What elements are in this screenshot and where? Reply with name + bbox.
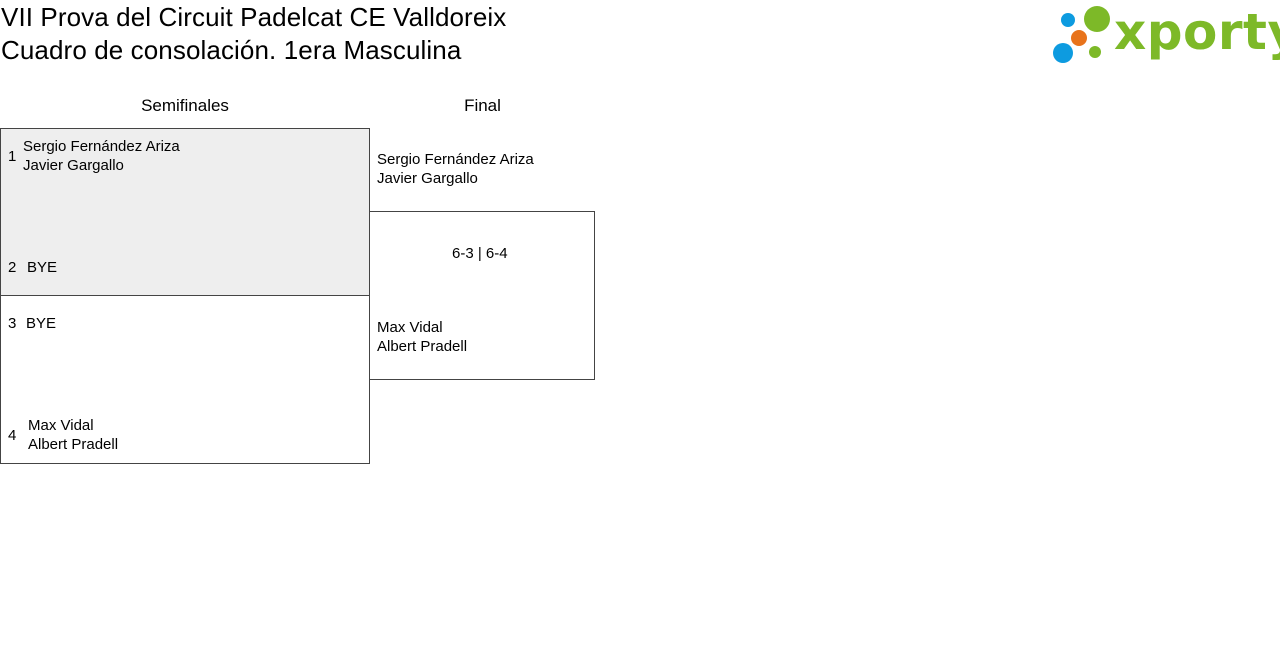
player-name: Sergio Fernández Ariza: [23, 138, 180, 155]
semifinal-match-1[interactable]: 1 Sergio Fernández Ariza Javier Gargallo…: [0, 128, 370, 296]
player-name: Albert Pradell: [377, 338, 468, 355]
round-header-semifinals: Semifinales: [141, 96, 229, 115]
draw-name: Cuadro de consolación. 1era Masculina: [1, 35, 462, 65]
player-name: Javier Gargallo: [377, 170, 478, 187]
page-title: VII Prova del Circuit Padelcat CE Valldo…: [1, 1, 506, 67]
player-name: Max Vidal: [377, 319, 443, 336]
semifinal-match-2[interactable]: 3 BYE 4 Max Vidal Albert Pradell: [0, 295, 370, 464]
seed-number: 1: [8, 148, 17, 165]
tournament-name: VII Prova del Circuit Padelcat CE Valldo…: [1, 2, 507, 32]
seed-number: 4: [8, 427, 17, 444]
final-match[interactable]: 6-3 | 6-4 Max Vidal Albert Pradell: [369, 211, 595, 380]
team-entry[interactable]: Max Vidal Albert Pradell: [28, 416, 118, 454]
player-name: Sergio Fernández Ariza: [377, 151, 534, 168]
logo-wordmark: xporty: [1114, 3, 1280, 61]
player-name: Max Vidal: [28, 417, 94, 434]
match-score: 6-3 | 6-4: [452, 245, 508, 262]
bye-entry: BYE: [26, 315, 57, 332]
seed-number: 3: [8, 315, 17, 332]
round-header-final: Final: [464, 96, 501, 115]
final-team-2[interactable]: Max Vidal Albert Pradell: [377, 318, 467, 356]
seed-number: 2: [8, 259, 17, 276]
player-name: Javier Gargallo: [23, 157, 124, 174]
team-entry[interactable]: Sergio Fernández Ariza Javier Gargallo: [23, 137, 180, 175]
final-team-1[interactable]: Sergio Fernández Ariza Javier Gargallo: [377, 150, 534, 188]
player-name: Albert Pradell: [28, 436, 119, 453]
bye-entry: BYE: [27, 259, 58, 276]
logo-dots-icon: [1053, 6, 1110, 63]
xporty-logo[interactable]: xporty: [1050, 3, 1280, 66]
